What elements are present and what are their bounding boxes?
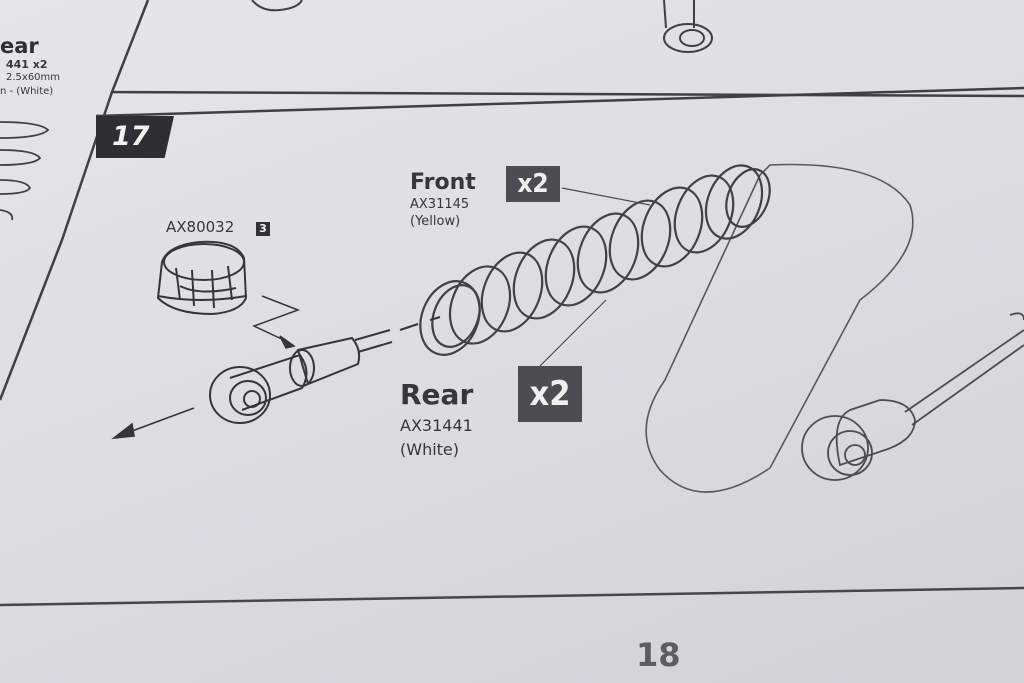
bushing-part [156, 240, 248, 316]
direction-arrow [111, 407, 195, 440]
rear-part-number: AX31441 [400, 416, 473, 435]
fragment-color: n - (White) [0, 86, 54, 97]
shock-shaft-left [209, 316, 441, 424]
front-color: (Yellow) [410, 214, 461, 229]
rear-qty-badge: x2 [518, 366, 582, 422]
previous-step-part-fragment [251, 0, 713, 53]
shock-body-outline [645, 163, 914, 493]
previous-spring-fragment [0, 121, 50, 221]
page-number: 18 [636, 636, 681, 674]
insertion-arrow [252, 295, 301, 349]
fragment-title: ear [0, 34, 39, 58]
previous-step-panel [110, 0, 1024, 98]
bushing-part-number: AX80032 [166, 218, 235, 236]
front-leader-line [561, 187, 651, 206]
front-qty-badge: x2 [506, 166, 560, 202]
rear-leader-line [539, 299, 607, 367]
step-panel-border [95, 86, 1024, 118]
rear-spring-label: Rear [400, 378, 474, 411]
step-number-badge: 17 [96, 116, 174, 158]
front-part-number: AX31145 [410, 197, 470, 212]
bushing-qty-marker: 3 [256, 222, 270, 236]
step-panel-bottom [0, 586, 1024, 607]
rear-color: (White) [400, 440, 460, 459]
left-column-divider [0, 91, 114, 401]
spring-coils [419, 164, 771, 356]
front-spring-label: Front [410, 170, 476, 195]
fragment-size: 2.5x60mm [6, 72, 61, 83]
shock-rod-right [801, 312, 1024, 481]
fragment-part-line: 441 x2 [6, 58, 48, 71]
